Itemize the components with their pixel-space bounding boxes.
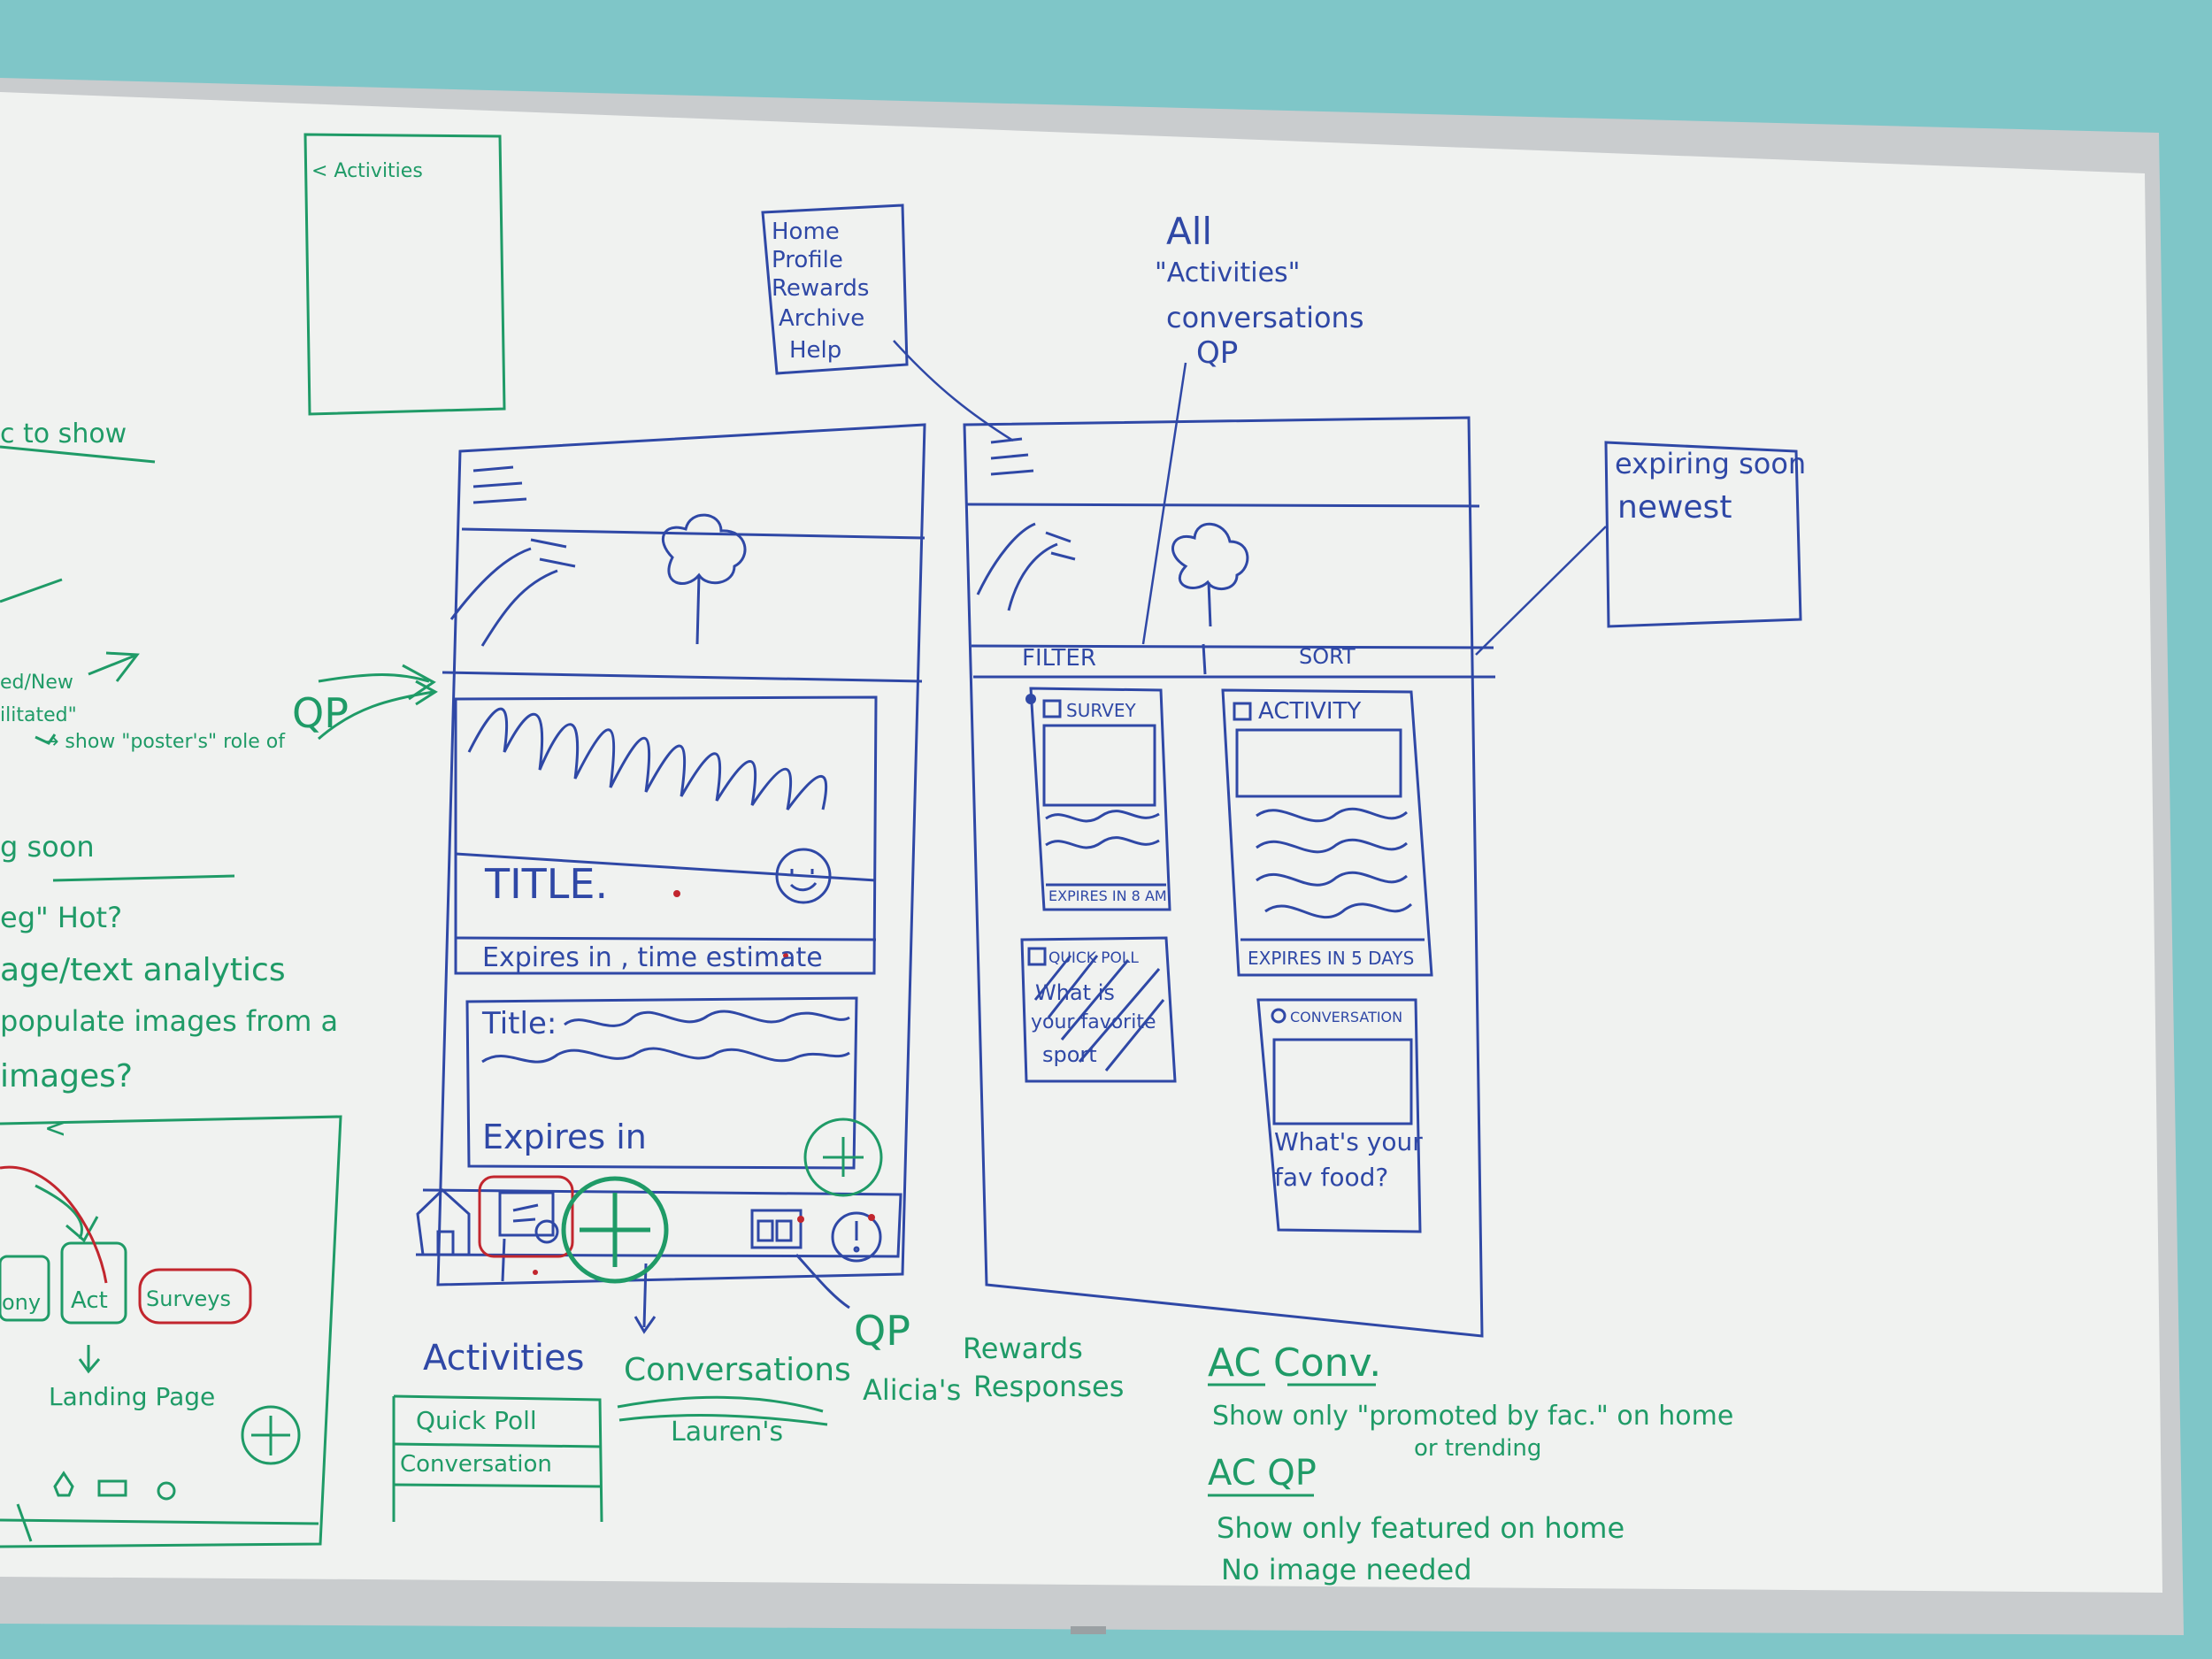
- menu-item-rewards: Rewards: [772, 275, 869, 302]
- activities-annotation: Activities: [423, 1338, 584, 1379]
- ac-qp-rule: Show only featured on home: [1217, 1511, 1624, 1545]
- sort-option-expiring: expiring soon: [1615, 447, 1806, 480]
- activity-card-label: ACTIVITY: [1258, 698, 1361, 725]
- note-line-g: populate images from a: [0, 1004, 338, 1038]
- chip-2-text: Act: [71, 1287, 108, 1314]
- chip-1-text: ony: [2, 1290, 41, 1315]
- hero-card: [454, 695, 878, 975]
- activities-list-phone: [963, 416, 1484, 1338]
- survey-card-label: SURVEY: [1066, 700, 1136, 721]
- sort-box: [1604, 441, 1802, 628]
- menu-item-archive: Archive: [779, 305, 864, 332]
- plus-icon: [580, 1193, 650, 1267]
- menu-box: [761, 204, 909, 375]
- note-line-f: age/text analytics: [0, 952, 286, 988]
- second-card: [465, 996, 858, 1170]
- quick-poll-question-2: your favorite: [1031, 1011, 1156, 1033]
- landing-plus-button: [241, 1405, 301, 1465]
- home-icon: [53, 1471, 74, 1497]
- alicias-annotation: Alicia's: [863, 1373, 961, 1407]
- note-line-d: g soon: [0, 830, 95, 864]
- tree-icon: [1171, 522, 1249, 590]
- rewards-icon: [750, 1209, 803, 1249]
- activity-card-expiry: EXPIRES IN 5 DAYS: [1248, 948, 1414, 969]
- marker-tray: [1071, 1626, 1106, 1634]
- activities-screen-sketch: [303, 133, 506, 416]
- activities-icon: [498, 1191, 555, 1237]
- ac-conv-heading: AC Conv.: [1208, 1340, 1381, 1386]
- expiring-soon-underline: [52, 874, 235, 882]
- activities-back-text: < Activities: [311, 160, 423, 182]
- conversation-option: Conversation: [400, 1451, 552, 1478]
- activities-highlight: [478, 1175, 574, 1258]
- hamburger-icon: [472, 465, 527, 504]
- filter-note-all: All: [1166, 210, 1212, 253]
- hamburger-icon: [990, 437, 1034, 476]
- second-card-footer: Expires in: [482, 1118, 647, 1156]
- filter-tab: FILTER: [1022, 645, 1096, 672]
- laurens-annotation: Lauren's: [671, 1417, 783, 1448]
- home-icon: [416, 1187, 471, 1256]
- ac-qp-heading: AC QP: [1208, 1453, 1317, 1494]
- conversation-question-2: fav food?: [1274, 1163, 1388, 1192]
- filter-note-conversations: conversations: [1166, 301, 1363, 334]
- hero-card-title: TITLE.: [484, 860, 608, 908]
- conversation-label: CONVERSATION: [1290, 1009, 1402, 1025]
- conversations-annotation: Conversations: [624, 1352, 851, 1388]
- alert-icon: [831, 1211, 882, 1263]
- responses-annotation: Responses: [973, 1370, 1124, 1403]
- quick-poll-question-1: What is: [1035, 980, 1115, 1005]
- chip-3-text: Surveys: [146, 1286, 231, 1311]
- note-line-h: images?: [0, 1058, 133, 1094]
- landing-page-screen-sketch: [0, 1115, 342, 1548]
- quick-poll-question-3: sport: [1042, 1042, 1097, 1067]
- activity-card: [1221, 688, 1433, 977]
- filter-note-activities: "Activities": [1155, 257, 1300, 288]
- landing-page-text: Landing Page: [49, 1382, 215, 1411]
- add-button-highlight: [561, 1176, 669, 1284]
- note-line-a: ed/New: [0, 672, 73, 694]
- whiteboard: [0, 92, 2162, 1593]
- sort-tab: SORT: [1299, 644, 1356, 669]
- smiley-icon: [775, 848, 832, 904]
- menu-item-help: Help: [789, 337, 841, 364]
- tree-icon: [661, 513, 747, 585]
- ac-conv-rule-2: or trending: [1414, 1435, 1541, 1462]
- note-line-e: eg" Hot?: [0, 901, 122, 934]
- hero-card-footer: Expires in , time estimate: [482, 942, 823, 973]
- home-screen-phone: [436, 423, 926, 1286]
- ac-qp-rule-2: No image needed: [1221, 1553, 1472, 1586]
- note-line-b: ilitated": [0, 704, 77, 726]
- conversation-question-1: What's your: [1274, 1127, 1423, 1156]
- second-card-title: Title:: [481, 1006, 557, 1041]
- note-line-c: → show "poster's" role of: [42, 731, 286, 753]
- filter-note-qp: QP: [1196, 335, 1238, 371]
- survey-card: [1029, 687, 1171, 911]
- fab-options-menu: [393, 1394, 603, 1523]
- ac-conv-rule: Show only "promoted by fac." on home: [1212, 1401, 1733, 1432]
- qp-pointer-label: QP: [292, 689, 349, 737]
- rewards-annotation: Rewards: [963, 1332, 1083, 1365]
- menu-item-profile: Profile: [772, 247, 843, 273]
- survey-card-expiry: EXPIRES IN 8 AM: [1048, 887, 1167, 904]
- quick-poll-option: Quick Poll: [416, 1406, 537, 1435]
- surveys-chip: [138, 1268, 252, 1325]
- fab-add-button: [803, 1118, 883, 1197]
- conversation-card: [1256, 998, 1422, 1233]
- quick-poll-label: QUICK POLL: [1048, 949, 1139, 967]
- note-to-show: c to show: [0, 419, 127, 449]
- sort-option-newest: newest: [1617, 489, 1732, 526]
- back-chevron: <: [44, 1113, 66, 1144]
- menu-item-home: Home: [772, 219, 840, 245]
- quick-poll-card: [1020, 936, 1177, 1083]
- qp-annotation: QP: [854, 1307, 910, 1355]
